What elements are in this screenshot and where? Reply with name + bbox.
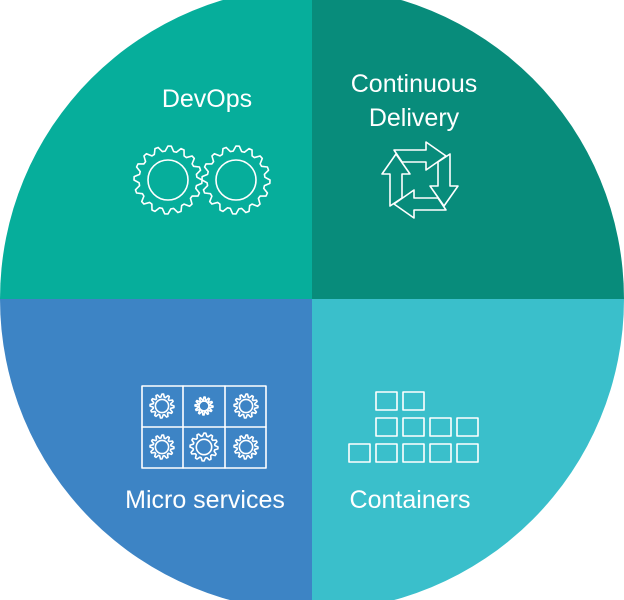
gears-icon: [133, 145, 271, 215]
gear-left-icon: [133, 145, 203, 215]
continuous-delivery-label-line2: Delivery: [369, 104, 460, 132]
micro-gear-icon: [149, 393, 175, 419]
gear-right-icon: [201, 145, 271, 215]
quadrant-devops: [0, 0, 312, 299]
microservices-grid-icon: [141, 385, 267, 469]
containers-label: Containers: [350, 486, 471, 514]
micro-gear-icon: [233, 434, 259, 460]
micro-gear-icon: [149, 434, 175, 460]
quadrant-containers: [312, 299, 624, 600]
cycle-arrows-icon: [381, 141, 459, 219]
micro-gear-icon: [233, 393, 259, 419]
devops-label: DevOps: [162, 85, 252, 113]
micro-gear-icon: [189, 432, 219, 462]
micro-services-label: Micro services: [125, 486, 285, 514]
continuous-delivery-label-line1: Continuous: [351, 70, 477, 98]
container-blocks-icon: [348, 391, 479, 463]
micro-gear-icon: [194, 396, 214, 416]
quadrant-continuous-delivery: [312, 0, 624, 299]
